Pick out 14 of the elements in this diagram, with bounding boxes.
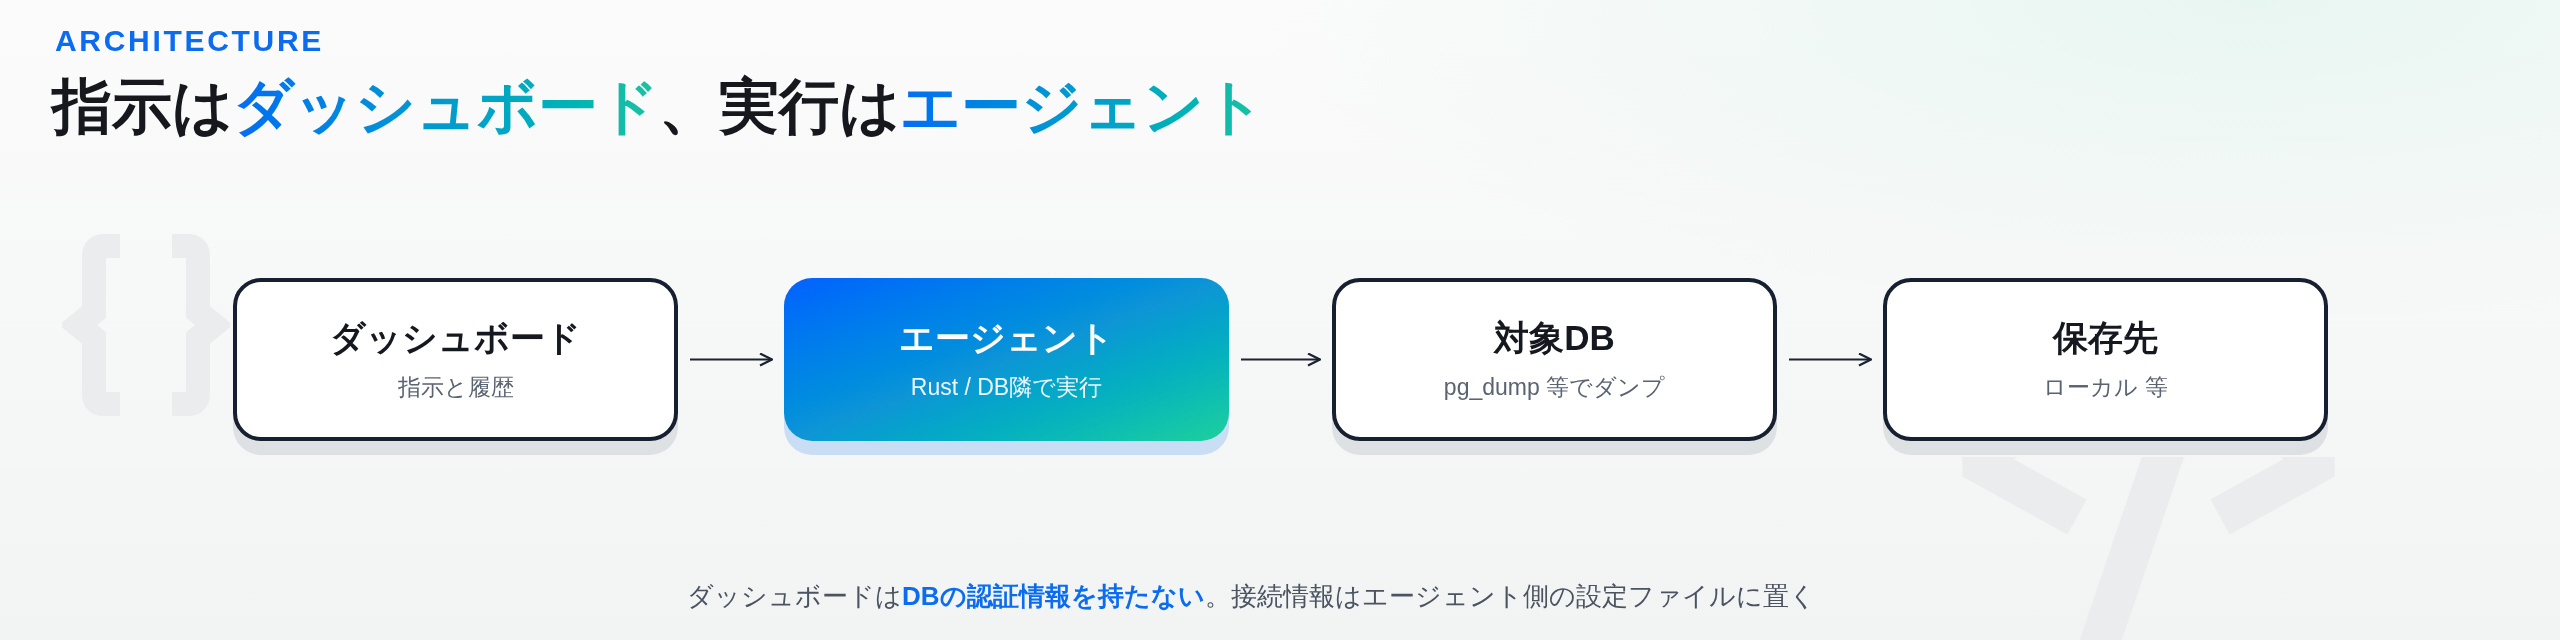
section-label: ARCHITECTURE (55, 26, 325, 56)
arrow (1241, 352, 1322, 367)
box-subtitle: 指示と履歴 (397, 372, 514, 402)
box-title: エージェント (899, 316, 1114, 359)
box-title: 対象DB (1494, 316, 1615, 359)
arrow (690, 352, 774, 367)
title-heading: 指示はダッシュボード、実行はエージェント (52, 72, 1265, 141)
box-subtitle: pg_dump 等でダンプ (1443, 372, 1666, 402)
box-title: 保存先 (2053, 316, 2158, 359)
caption-text: ダッシュボードはDBの認証情報を持たない。接続情報はエージェント側の設定ファイルに置く (687, 580, 1816, 613)
arrow (1789, 352, 1873, 367)
box-subtitle: ローカル 等 (2043, 372, 2168, 402)
box-title: ダッシュボード (330, 316, 581, 359)
box-subtitle: Rust / DB隣で実行 (910, 372, 1103, 402)
